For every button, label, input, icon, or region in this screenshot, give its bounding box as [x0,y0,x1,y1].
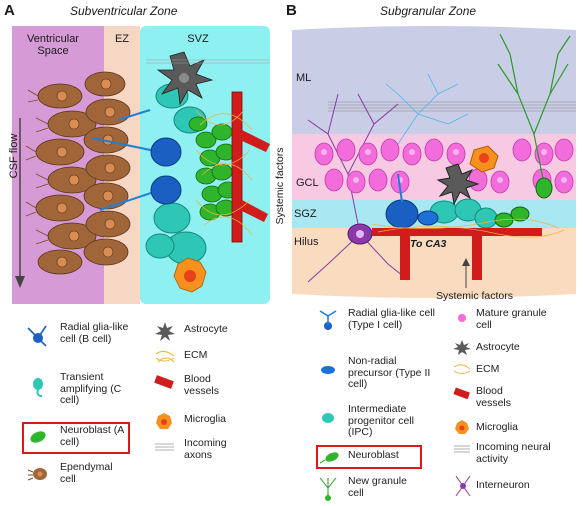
ml-label: ML [296,72,312,84]
legend-label: Blood vessels [476,385,512,409]
neuroblast-icon [319,452,339,464]
blood-vessel-icon [453,387,470,400]
legend-label: Radial glia-like cell (B cell) [60,321,129,345]
legend-item: Neuroblast (A cell) [22,422,152,456]
legend-item: Ependymal cell [22,460,152,490]
legend-item: Blood vessels [452,384,580,414]
legend-item: ECM [152,346,282,368]
panel-a-letter: A [4,2,15,19]
new-granule-cell-icon [319,477,337,501]
legend-item: Mature granule cell [452,307,580,336]
svz-label: SVZ [187,33,209,45]
gcl-label: GCL [296,177,319,189]
legend-label: Ependymal cell [60,461,113,485]
radial-glia-icon [319,310,337,330]
mature-granule-icon [458,314,466,322]
legend-item: Neuroblast [316,445,436,469]
legend-label: Neuroblast (A cell) [60,424,124,448]
csf-flow-label: CSF flow [8,133,20,179]
legend-label: ECM [476,363,500,375]
legend-item: Transient amplifying (C cell) [22,370,152,410]
legend-label: Mature granule cell [476,307,547,331]
to-ca3-label: To CA3 [410,238,447,250]
legend-item: Incoming neural activity [452,440,580,470]
legend-item: New granule cell [314,474,454,504]
legend-item: Microglia [152,410,282,432]
legend-item: Blood vessels [152,372,282,402]
astrocyte [436,163,480,206]
ependymal-icon [27,468,47,481]
blood-vessel-icon [154,375,174,389]
legend-label: ECM [184,349,208,361]
sgz-diagram [288,24,580,304]
legend-label: Non-radial precursor (Type II cell) [348,355,431,390]
panel-b-letter: B [286,2,297,19]
ez-label: EZ [114,33,130,45]
ventricular-space-label: Ventricular Space [27,33,79,57]
neural-activity-icon [454,445,470,453]
panel-b-title: Subgranular Zone [380,4,477,18]
systemic-factors-label-b: Systemic factors [436,290,514,302]
interneuron-icon [455,475,471,497]
legend-label: Incoming axons [184,437,227,461]
svz-diagram [0,0,290,310]
legend-item: Interneuron [452,474,580,498]
hilus-label: Hilus [294,236,319,248]
legend-item: Non-radial precursor (Type II cell) [314,355,454,398]
legend-label: Microglia [184,413,227,425]
legend-item: Radial glia-like cell (Type I cell) [314,307,454,350]
systemic-factors-label-a: Systemic factors [274,147,286,225]
legend-item: Incoming axons [152,436,282,466]
ml-layer [292,26,576,134]
legend-label: Transient amplifying (C cell) [60,371,122,406]
legend-label: Incoming neural activity [476,441,551,465]
legend-label: Astrocyte [476,341,520,353]
legend-label: Neuroblast [348,449,399,461]
axons-icon [155,443,174,451]
microglia-icon [455,420,469,434]
neuroblast-cells [188,116,239,221]
hilus-layer [292,228,576,298]
radial-glia-cells [150,137,182,205]
panel-a-title: Subventricular Zone [70,4,178,18]
ecm-icon [453,364,471,374]
legend-label: Intermediate progenitor cell (IPC) [348,403,414,438]
legend-item: Radial glia-like cell (B cell) [22,320,152,360]
legend-label: Astrocyte [184,323,228,335]
legend-label: Interneuron [476,479,530,491]
neuroblast-highlight-box [316,445,422,469]
new-granule-cell [535,177,553,199]
sgz-label: SGZ [294,208,317,220]
microglia-icon [156,413,172,429]
legend-label: Microglia [476,421,519,433]
legend-item: Microglia [452,418,580,438]
ipc-icon [322,413,334,423]
legend-item: Astrocyte [452,338,580,358]
ecm-icon [155,350,175,363]
neuroblast-highlight-box [22,422,130,454]
legend-label: Radial glia-like cell (Type I cell) [348,307,435,331]
astrocyte-icon [453,340,471,355]
neuroblast-icon [30,431,46,443]
transient-amplifying-icon [33,378,43,397]
nonradial-precursor-icon [321,366,335,374]
astrocyte-icon [155,322,175,341]
legend-label: Blood vessels [184,373,220,397]
legend-label: New granule cell [348,475,407,499]
radial-glia-cell [385,199,419,229]
radial-glia-icon [27,325,47,347]
legend-item: Astrocyte [152,320,282,342]
legend-item: Intermediate progenitor cell (IPC) [314,403,454,444]
legend-item: ECM [452,360,580,380]
